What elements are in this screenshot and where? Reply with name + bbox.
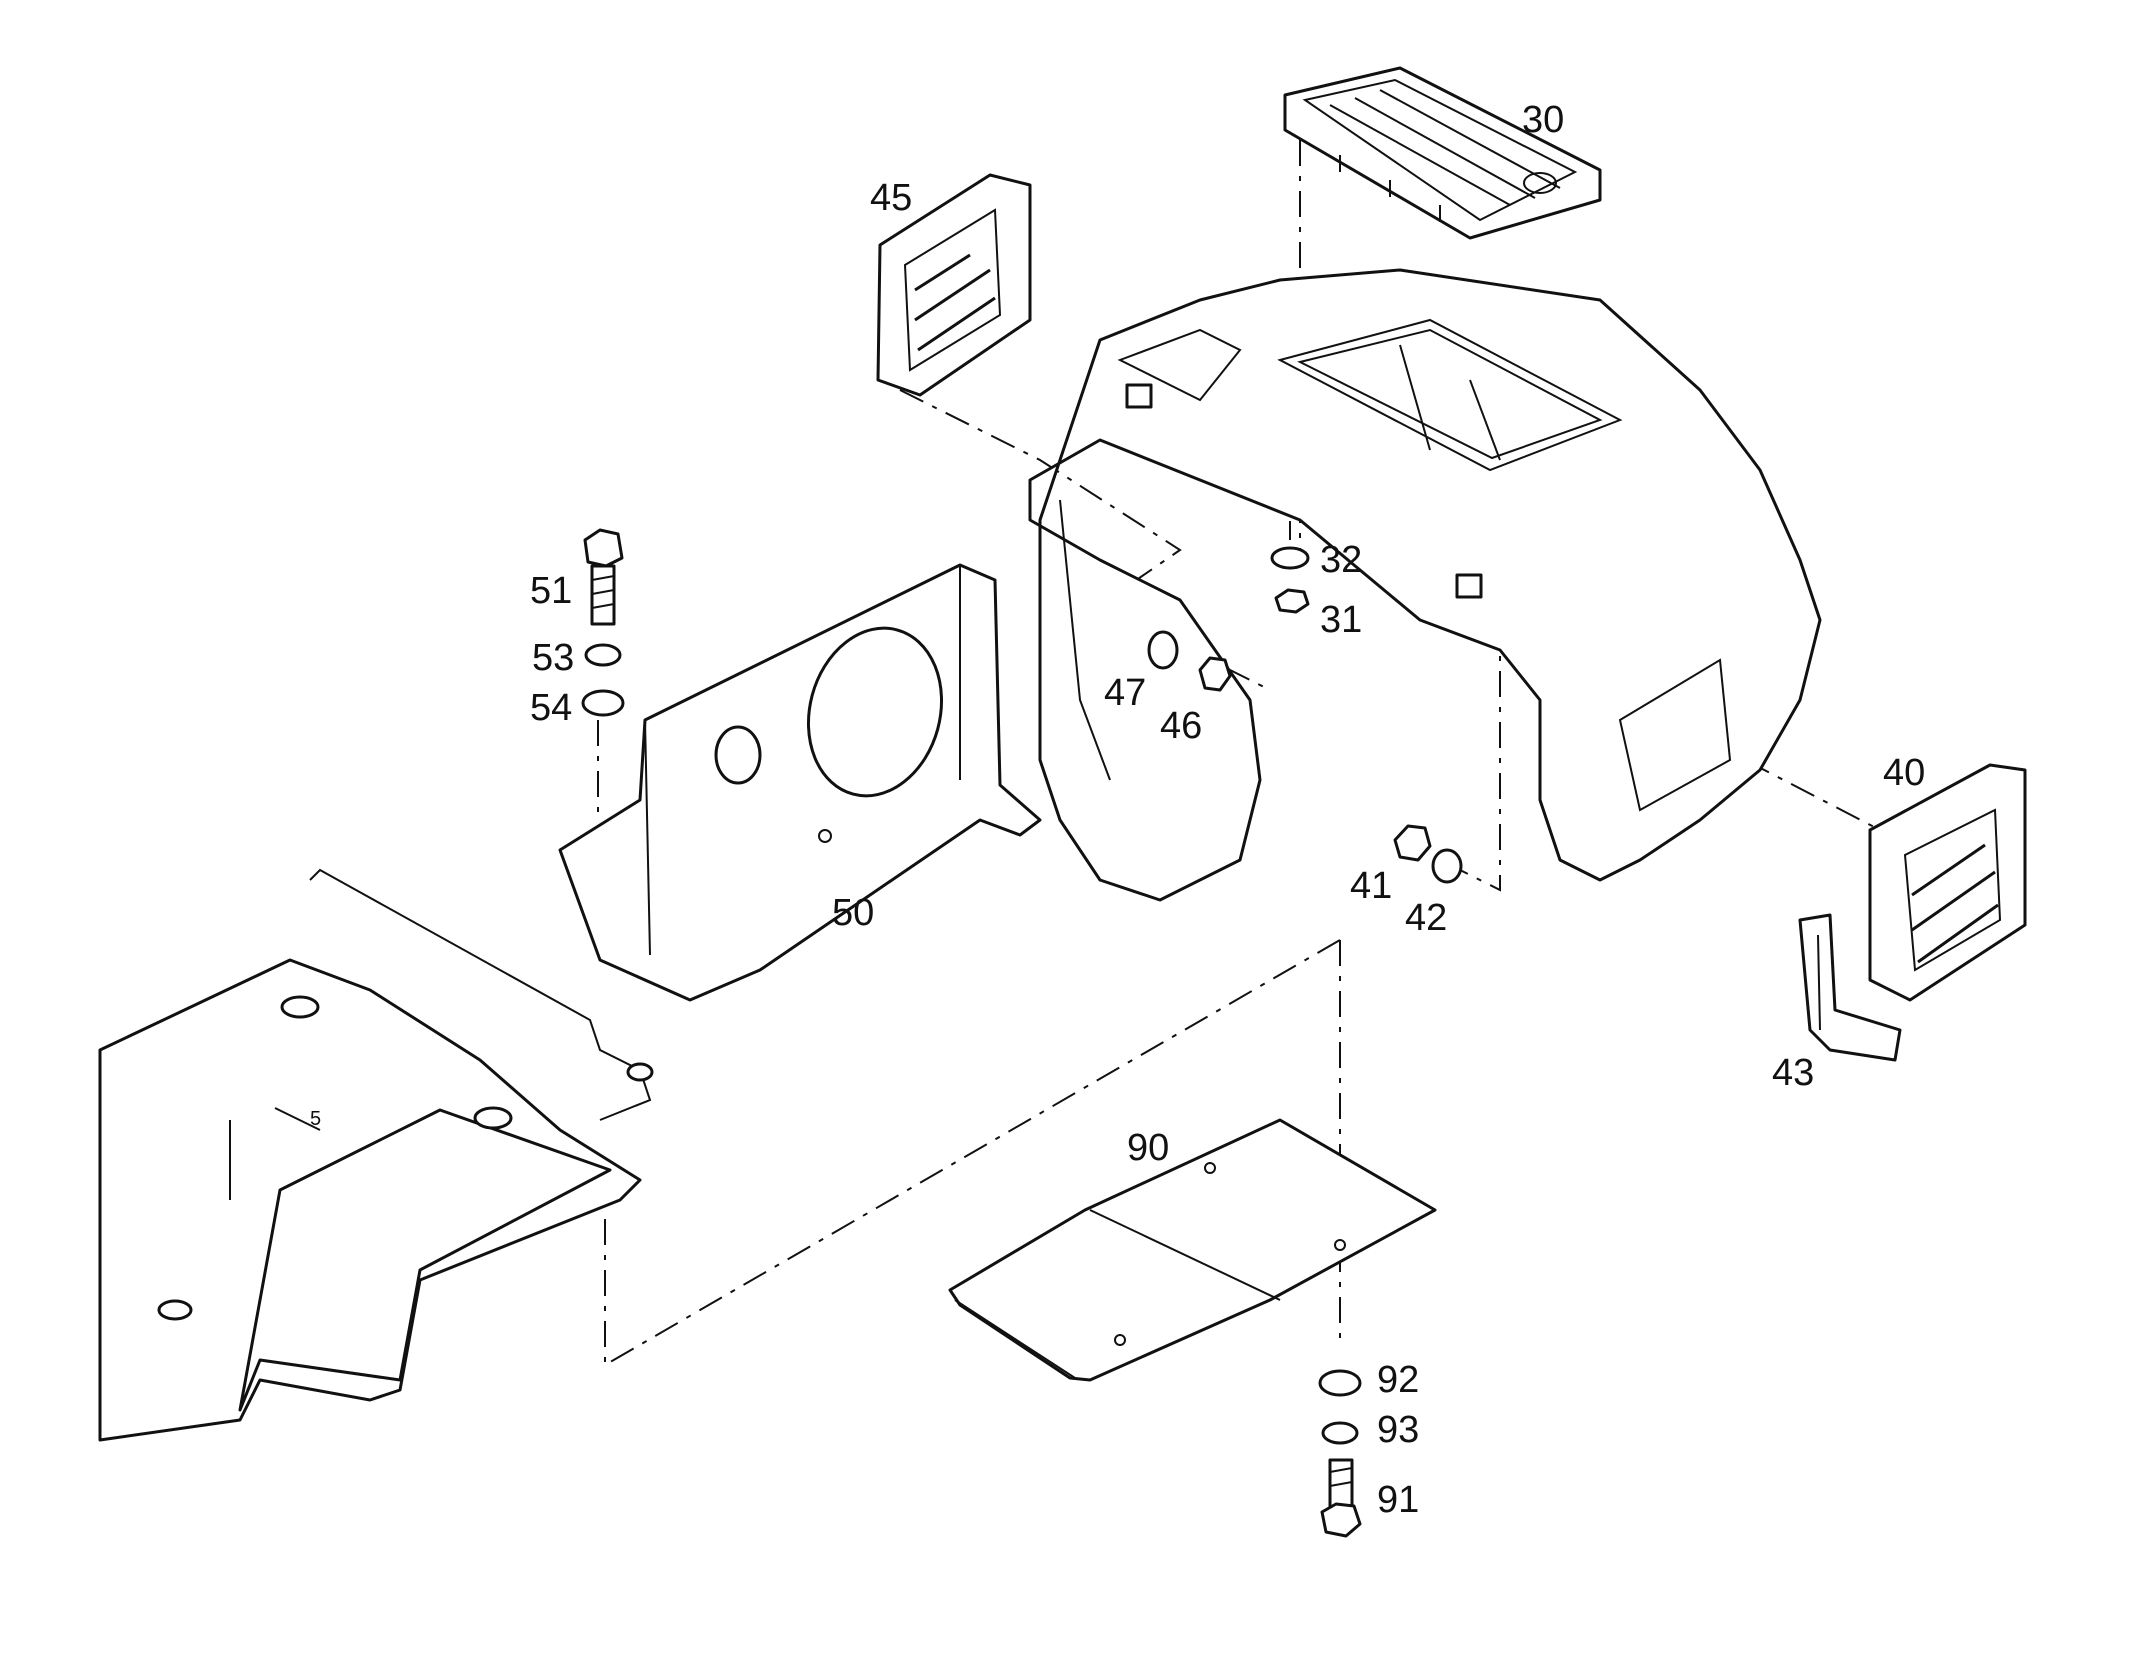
part-50-side-panel	[558, 563, 1042, 1002]
part-43-clip	[1798, 913, 1902, 1062]
washer-42	[1431, 848, 1463, 884]
label-51: 51	[530, 570, 572, 612]
part-40-right-grille	[1868, 763, 2027, 1002]
part-number-labels: 30 45 32 31 51 53 54 47 46 40 41 42 50 4…	[310, 99, 1925, 1521]
part-45-left-grille	[876, 173, 1032, 397]
label-92: 92	[1377, 1359, 1419, 1401]
chassis-frame	[98, 868, 654, 1442]
washer-54	[581, 689, 625, 717]
label-31: 31	[1320, 599, 1362, 641]
label-45: 45	[870, 177, 912, 219]
washer-32	[1270, 546, 1310, 570]
label-30: 30	[1522, 99, 1564, 141]
washer-93	[1321, 1421, 1359, 1445]
nut-31	[1274, 588, 1310, 614]
main-shroud-housing	[1028, 268, 1822, 902]
part-90-floor-plate	[948, 1118, 1437, 1382]
part-30-top-grille	[1283, 66, 1602, 240]
label-91: 91	[1377, 1479, 1419, 1521]
washer-47	[1147, 630, 1179, 670]
label-41: 41	[1350, 865, 1392, 907]
nut-46	[1198, 656, 1232, 692]
label-54: 54	[530, 687, 572, 729]
label-40: 40	[1883, 752, 1925, 794]
bolt-91	[1320, 1458, 1362, 1538]
label-5: 5	[310, 1108, 321, 1130]
washer-53	[584, 643, 622, 667]
label-47: 47	[1104, 672, 1146, 714]
nut-41	[1393, 824, 1432, 862]
label-93: 93	[1377, 1409, 1419, 1451]
label-53: 53	[532, 637, 574, 679]
label-43: 43	[1772, 1052, 1814, 1094]
label-42: 42	[1405, 897, 1447, 939]
washer-92	[1318, 1369, 1362, 1397]
label-50: 50	[832, 892, 874, 934]
label-46: 46	[1160, 705, 1202, 747]
label-32: 32	[1320, 539, 1362, 581]
bolt-51	[583, 528, 624, 626]
label-90: 90	[1127, 1127, 1169, 1169]
